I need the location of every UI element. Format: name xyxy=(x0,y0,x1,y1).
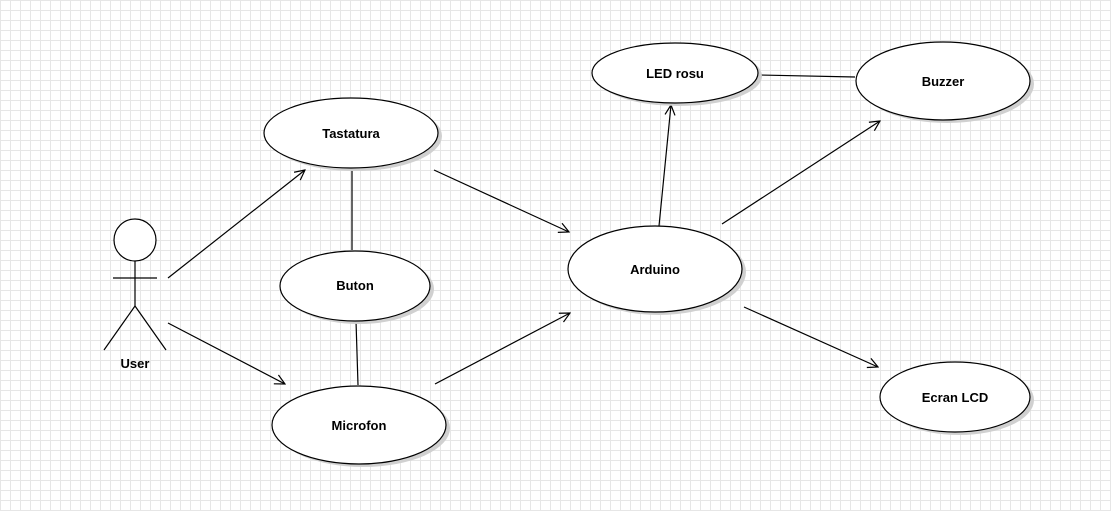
edge-arduino-ecran-lcd[interactable] xyxy=(743,306,878,367)
use-case-tastatura[interactable]: Tastatura xyxy=(263,97,442,171)
buton-label: Buton xyxy=(336,278,374,293)
actor-left-leg xyxy=(103,305,136,351)
edge-user-tastatura[interactable] xyxy=(167,170,305,279)
buzzer-label: Buzzer xyxy=(922,74,965,89)
edge-led-rosu-buzzer[interactable] xyxy=(758,74,856,78)
actor-label: User xyxy=(121,356,150,371)
edge-buton-microfon[interactable] xyxy=(355,320,359,386)
edges xyxy=(167,74,880,386)
ecran-lcd-label: Ecran LCD xyxy=(922,390,988,405)
buzzer-ellipse xyxy=(855,41,1031,121)
buton-ellipse xyxy=(279,250,431,322)
edge-microfon-arduino[interactable] xyxy=(434,313,570,385)
use-case-arduino[interactable]: Arduino xyxy=(567,225,746,315)
actor-head xyxy=(113,218,157,262)
actor-user[interactable]: User xyxy=(103,218,167,371)
led-rosu-ellipse xyxy=(591,42,759,104)
use-case-buzzer[interactable]: Buzzer xyxy=(855,41,1034,123)
use-case-microfon[interactable]: Microfon xyxy=(271,385,450,467)
microfon-label: Microfon xyxy=(332,418,387,433)
use-case-ecran-lcd[interactable]: Ecran LCD xyxy=(879,361,1034,435)
ecran-lcd-ellipse xyxy=(879,361,1031,433)
microfon-ellipse xyxy=(271,385,447,465)
tastatura-label: Tastatura xyxy=(322,126,380,141)
actor-right-leg xyxy=(134,305,167,351)
edge-tastatura-arduino[interactable] xyxy=(433,169,569,232)
use-case-buton[interactable]: Buton xyxy=(279,250,434,324)
edge-arduino-led-rosu[interactable] xyxy=(658,105,671,227)
tastatura-ellipse xyxy=(263,97,439,169)
led-rosu-label: LED rosu xyxy=(646,66,704,81)
edge-user-microfon[interactable] xyxy=(167,322,285,384)
arduino-label: Arduino xyxy=(630,262,680,277)
edge-arduino-buzzer[interactable] xyxy=(721,121,880,225)
arduino-ellipse xyxy=(567,225,743,313)
use-case-led-rosu[interactable]: LED rosu xyxy=(591,42,762,106)
